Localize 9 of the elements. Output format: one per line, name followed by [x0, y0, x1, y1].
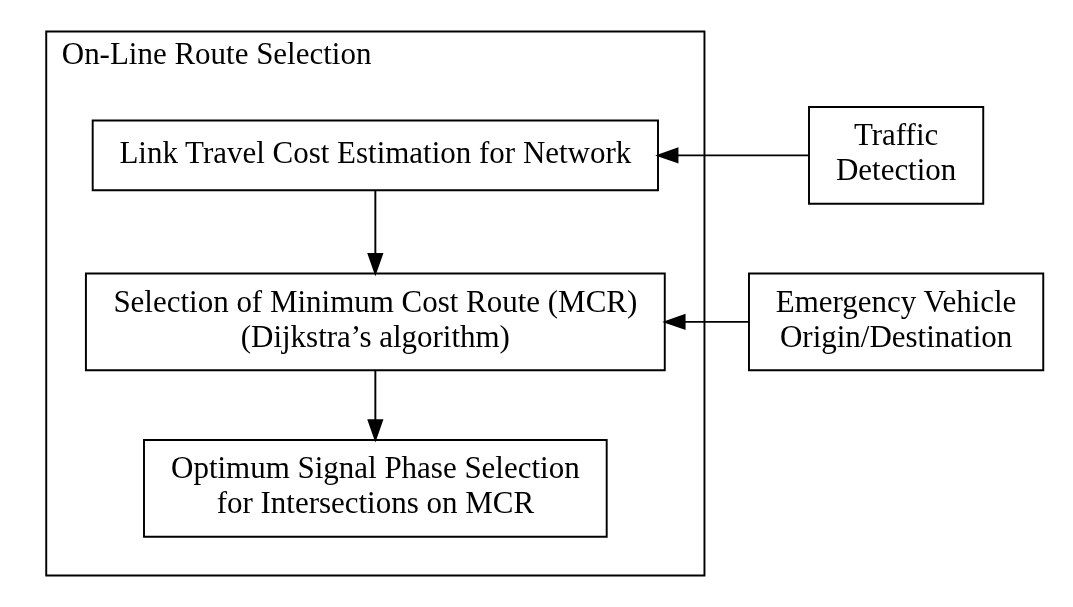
arrow: [366, 369, 383, 443]
node-box: Optimum Signal Phase Selection for Intersections on MCR: [142, 439, 608, 538]
arrow: [654, 147, 810, 164]
node-box: Link Travel Cost Estimation for Network: [91, 119, 659, 192]
node-box: Selection of Minimum Cost Route (MCR) (Dijkstra’s algorithm): [84, 272, 666, 372]
node-box: Traffic Detection: [807, 106, 984, 205]
node-box: Emergency Vehicle Origin/Destination: [747, 272, 1044, 372]
arrow: [366, 190, 383, 277]
arrow: [661, 313, 749, 331]
